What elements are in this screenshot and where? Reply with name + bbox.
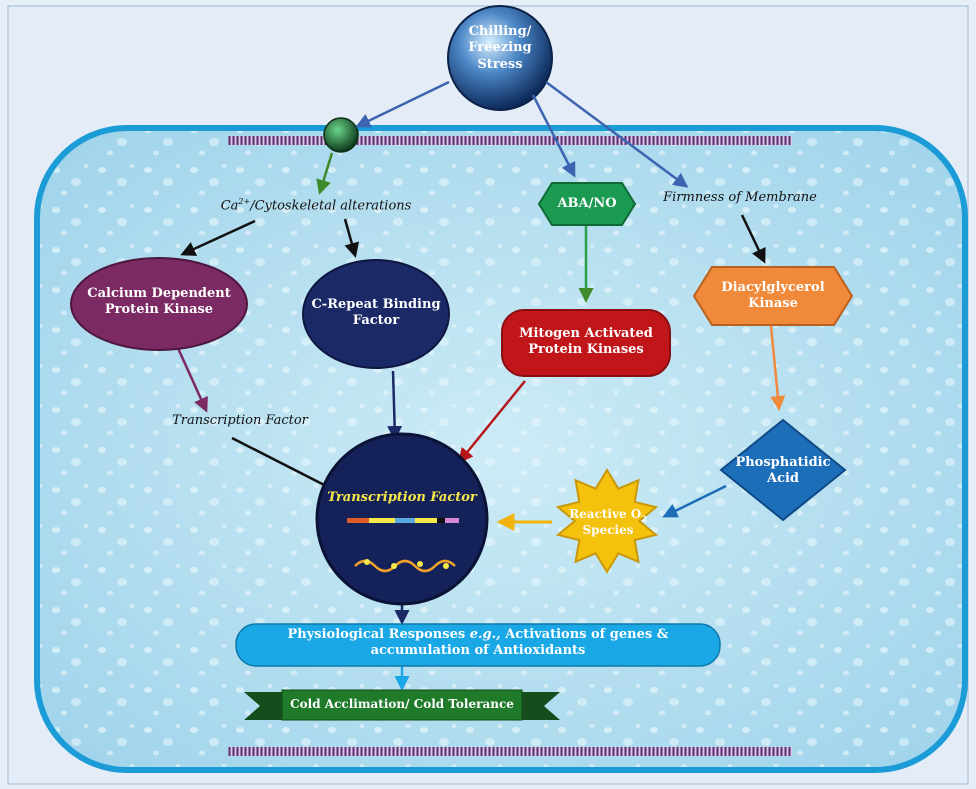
tf-center-label: Transcription Factor — [327, 490, 477, 505]
stress-line-3: Stress — [477, 56, 523, 72]
mrna-bead — [417, 561, 423, 567]
membrane-channel — [323, 117, 359, 153]
mapk-line-1: Mitogen Activated — [519, 326, 653, 341]
ros-line-2: Species — [582, 523, 634, 538]
arrow-mapk-to-center — [458, 380, 526, 464]
firmness-label: Firmness of Membrane — [663, 190, 817, 205]
arrow-stress-to-channel — [355, 80, 450, 128]
cbf-node — [302, 259, 450, 369]
cold-label: Cold Acclimation/ Cold Tolerance — [290, 697, 514, 711]
stress-label: Chilling/ Freezing Stress — [448, 24, 552, 73]
cdpk-node — [70, 257, 248, 351]
physio-1-a: Physiological Responses — [287, 627, 470, 642]
arrow-channel-to-ca — [316, 152, 334, 195]
arrow-dgk-to-pa — [769, 325, 786, 411]
pa-node — [719, 418, 847, 522]
arrow-membrane-to-dgk — [740, 214, 766, 264]
aba-label: ABA/NO — [557, 196, 617, 211]
physio-1-eg: e.g., — [469, 627, 501, 642]
dna-segment — [347, 518, 369, 523]
mrna-strand — [354, 559, 456, 573]
ros-line-1-text: Reactive O — [569, 507, 642, 521]
cdpk-line-2: Protein Kinase — [104, 302, 214, 318]
mapk-node — [501, 309, 671, 377]
physio-line-1: Physiological Responses e.g., Activation… — [240, 627, 716, 643]
mrna-bead — [391, 563, 397, 569]
physio-line-2: accumulation of Antioxidants — [370, 643, 586, 659]
cdpk-line-1: Calcium Dependent — [87, 286, 231, 301]
aba-node — [537, 182, 637, 226]
dgk-label: Diacylglycerol Kinase — [700, 280, 846, 313]
arrow-pa-to-ros — [662, 484, 727, 518]
stress-line-1: Chilling/ — [468, 24, 532, 39]
arrow-cbf-to-center — [387, 370, 403, 441]
arrow-stress-to-aba — [531, 94, 576, 178]
tf-left-label: Transcription Factor — [172, 413, 308, 428]
stress-sphere — [447, 5, 553, 111]
pa-label: Phosphatidic Acid — [728, 455, 838, 488]
bottom-membrane — [228, 747, 792, 756]
stress-line-2: Freezing — [468, 40, 532, 56]
physio-bar — [235, 623, 721, 667]
ros-line-1: Reactive O2 — [558, 507, 658, 523]
mapk-line-2: Protein Kinases — [528, 342, 644, 358]
dna-segment — [369, 518, 395, 523]
dgk-node — [692, 266, 854, 326]
ros-sub: 2 — [641, 513, 647, 524]
top-membrane — [228, 136, 792, 145]
physio-1-b: Activations of genes & — [500, 627, 669, 642]
arrow-cdpk-to-tf — [175, 345, 208, 413]
dna-segment — [395, 518, 415, 523]
cbf-line-1: C-Repeat Binding — [311, 297, 441, 312]
mrna-bead — [364, 559, 370, 565]
ros-node — [555, 468, 659, 574]
cell-texture — [40, 131, 962, 767]
ca-rest: /Cytoskeletal alterations — [250, 198, 412, 214]
cbf-line-2: Factor — [352, 313, 400, 329]
dgk-line-1: Diacylglycerol — [721, 280, 825, 295]
dna-segment — [445, 518, 459, 523]
banner-tail-right — [512, 692, 560, 720]
arrow-stress-to-membrane — [545, 80, 689, 188]
cdpk-label: Calcium Dependent Protein Kinase — [76, 286, 242, 319]
mapk-label: Mitogen Activated Protein Kinases — [504, 326, 668, 359]
dgk-line-2: Kinase — [748, 296, 798, 312]
mrna-bead — [443, 563, 449, 569]
cold-banner — [281, 689, 523, 721]
pa-line-1: Phosphatidic — [735, 455, 831, 470]
arrow-ca-to-cbf — [343, 218, 360, 258]
cbf-label: C-Repeat Binding Factor — [306, 297, 446, 330]
arrow-ca-to-cdpk — [180, 219, 256, 256]
dna-segment — [437, 518, 445, 523]
pa-line-2: Acid — [766, 471, 800, 487]
ca-prefix: Ca — [220, 198, 239, 214]
ca-sup: 2+ — [238, 197, 251, 206]
dna-segment — [415, 518, 437, 523]
arrow-tf-to-center — [231, 436, 339, 493]
ros-label: Reactive O2 Species — [558, 507, 658, 538]
physio-label: Physiological Responses e.g., Activation… — [240, 627, 716, 660]
banner-tail-left — [244, 692, 292, 720]
ca-alterations-label: Ca2+/Cytoskeletal alterations — [196, 197, 436, 215]
